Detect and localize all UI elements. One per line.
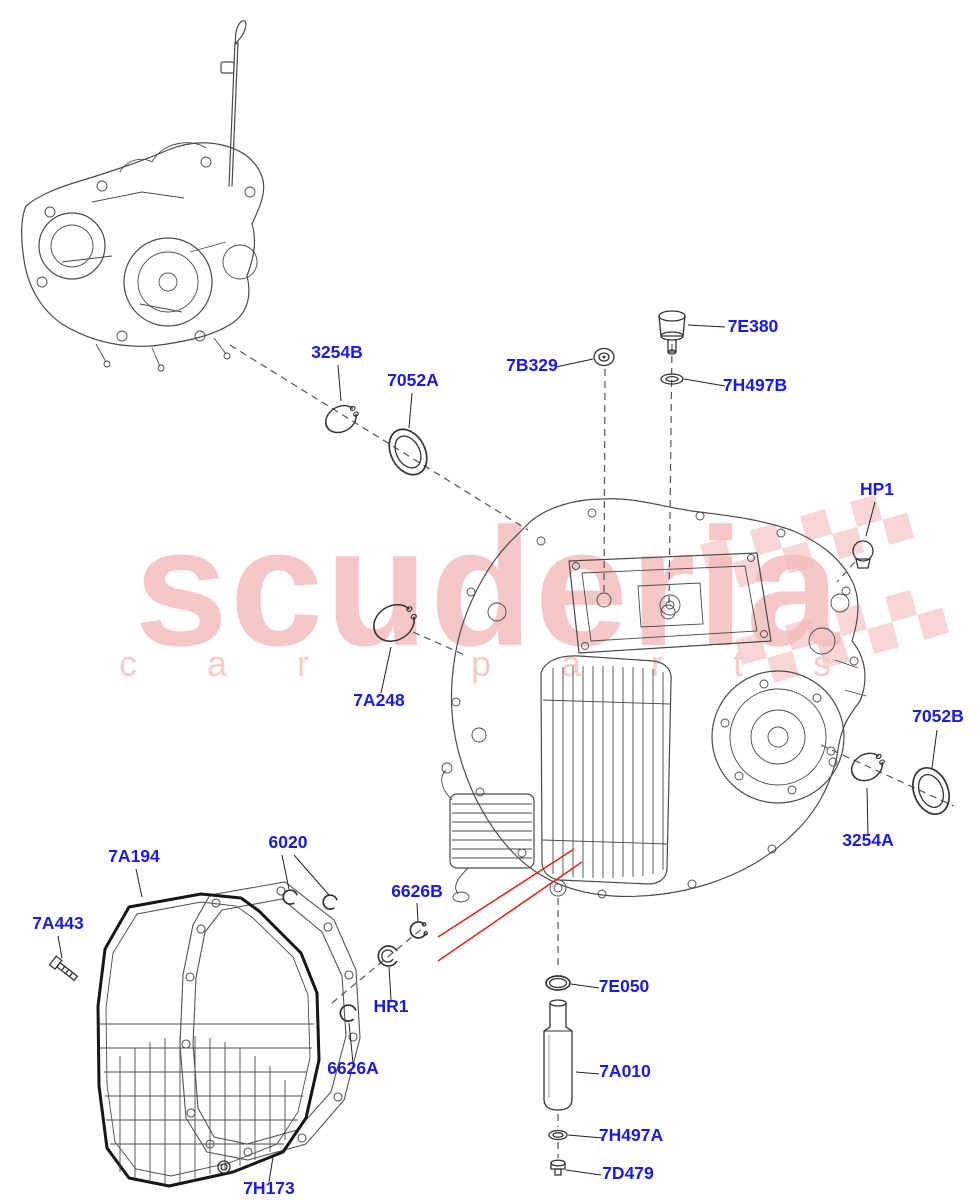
part-label-7e050[interactable]: 7E050	[599, 976, 650, 996]
part-label-6626b[interactable]: 6626B	[391, 881, 443, 901]
seal-7052A	[388, 428, 428, 476]
part-label-7h497b[interactable]: 7H497B	[723, 375, 787, 395]
filter-tube-7A010	[543, 999, 573, 1111]
part-label-7a194[interactable]: 7A194	[108, 846, 160, 866]
part-label-hp1[interactable]: HP1	[860, 479, 894, 499]
part-label-6020[interactable]: 6020	[269, 832, 308, 852]
assembly-axis-lines	[229, 343, 955, 1158]
plug-7B329	[593, 347, 615, 367]
snap-ring-3254A	[850, 752, 885, 782]
leader-lines	[57, 324, 938, 1183]
part-label-7d479[interactable]: 7D479	[602, 1163, 654, 1183]
bolt-7D479	[550, 1159, 566, 1176]
watermark-subtitle: car parts	[119, 643, 901, 684]
part-label-7052a[interactable]: 7052A	[387, 370, 439, 390]
part-label-7e380[interactable]: 7E380	[728, 316, 779, 336]
watermark-title: scuderia	[134, 493, 841, 681]
washer-7H497A	[548, 1129, 568, 1141]
checkered-flag-pattern	[700, 494, 950, 683]
pan-gasket-illustration	[179, 881, 361, 1161]
part-label-7h497a[interactable]: 7H497A	[599, 1125, 664, 1145]
part-label-7052b[interactable]: 7052B	[912, 706, 964, 726]
part-label-3254a[interactable]: 3254A	[842, 830, 894, 850]
red-callout-arrows	[437, 848, 583, 962]
oil-pan-illustration	[96, 892, 321, 1188]
clip-6020-right	[322, 894, 338, 910]
snap-ring-7A248	[373, 604, 417, 642]
part-label-7h173[interactable]: 7H173	[243, 1178, 295, 1198]
clip-6626B	[409, 921, 428, 939]
transaxle-illustration	[441, 498, 867, 903]
plug-HP1	[852, 540, 874, 569]
bolt-7A443	[48, 955, 79, 982]
clip-6626A	[339, 1004, 357, 1022]
part-label-hr1[interactable]: HR1	[373, 996, 408, 1016]
part-label-3254b[interactable]: 3254B	[311, 342, 363, 362]
watermark: scuderia car parts	[119, 493, 950, 684]
part-label-7b329[interactable]: 7B329	[506, 355, 558, 375]
part-label-7a010[interactable]: 7A010	[599, 1061, 651, 1081]
clip-6020-left	[282, 889, 298, 905]
part-label-7a443[interactable]: 7A443	[32, 913, 84, 933]
transmission-illustration	[21, 20, 265, 372]
part-label-7a248[interactable]: 7A248	[353, 690, 405, 710]
part-labels: 3254B 7052A 7B329 7E380 7H497B HP1 7A248…	[32, 316, 964, 1198]
snap-ring-3254B	[325, 404, 359, 434]
oring-7E050	[545, 975, 571, 991]
breather-7E380	[658, 310, 686, 355]
part-label-6626a[interactable]: 6626A	[327, 1058, 379, 1078]
seal-7052B	[912, 767, 950, 815]
pin-HR1	[377, 945, 398, 967]
washer-7H497B	[660, 373, 684, 385]
